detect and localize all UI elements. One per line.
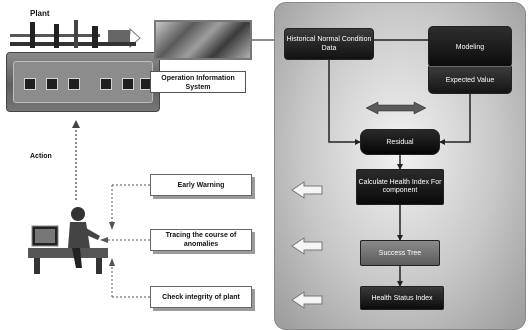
calculate-health-index-box: Calculate Health Index For component bbox=[356, 169, 444, 205]
integrity-arrow-head bbox=[109, 258, 115, 266]
output-arrow-1 bbox=[291, 181, 323, 199]
tracing-anomalies-box: Tracing the course of anomalies bbox=[150, 229, 252, 251]
operation-information-system-box: Operation Information System bbox=[150, 71, 246, 93]
health-status-index-box: Health Status Index bbox=[360, 286, 444, 310]
historical-data-box: Historical Normal Condition Data bbox=[284, 28, 374, 60]
action-arrow-head bbox=[72, 120, 80, 128]
residual-box: Residual bbox=[360, 129, 440, 155]
check-integrity-box: Check integrity of plant bbox=[150, 286, 252, 308]
modeling-box: Modeling bbox=[428, 26, 512, 68]
plant-panel bbox=[6, 52, 160, 112]
monitoring-screen-image bbox=[154, 20, 252, 60]
early-warning-arrow-head bbox=[109, 222, 115, 230]
early-warning-box: Early Warning bbox=[150, 174, 252, 196]
success-tree-box: Success Tree bbox=[360, 240, 440, 266]
expected-value-box: Expected Value bbox=[428, 66, 512, 94]
tracing-arrow-head bbox=[100, 237, 108, 243]
plant-pipes-icon bbox=[10, 20, 136, 48]
action-label: Action bbox=[30, 153, 52, 160]
plant-label: Plant bbox=[30, 9, 50, 18]
output-arrow-2 bbox=[291, 237, 323, 255]
output-arrow-3 bbox=[291, 291, 323, 309]
operator-workstation-icon bbox=[28, 207, 108, 274]
